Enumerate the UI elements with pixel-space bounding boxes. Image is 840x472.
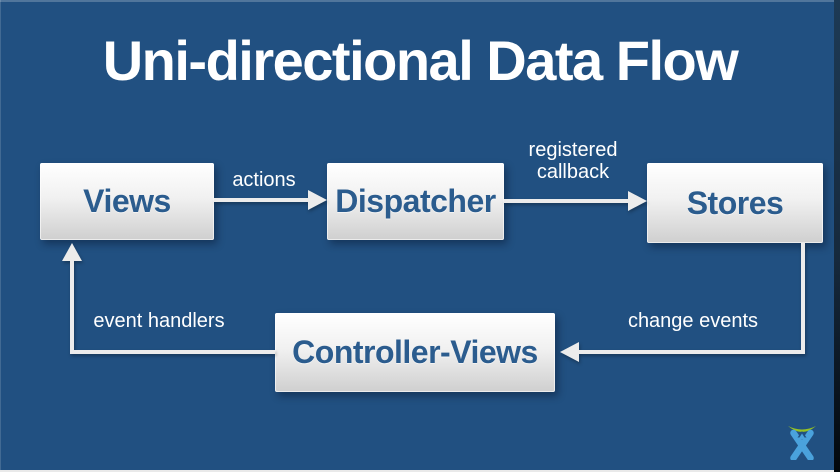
arrowhead-right-icon	[628, 191, 647, 211]
arrow-line-vertical	[801, 243, 805, 354]
frame-top-edge	[0, 0, 840, 2]
arrow-line-horizontal	[578, 350, 803, 354]
arrowhead-right-icon	[308, 190, 327, 210]
node-stores-label: Stores	[686, 184, 784, 221]
frame-right-edge	[834, 0, 840, 472]
frame-left-edge	[0, 0, 1, 472]
arrowhead-up-icon	[62, 243, 82, 261]
arrow-line	[504, 199, 629, 203]
arrow-line-horizontal	[70, 350, 275, 354]
edge-label-change-events: change events	[627, 310, 759, 332]
frame-bottom-edge	[0, 470, 834, 472]
edge-label-event-handlers: event handlers	[93, 310, 225, 332]
node-controller-views-label: Controller-Views	[292, 334, 538, 370]
node-views: Views	[40, 163, 214, 240]
slide-title: Uni-directional Data Flow	[102, 29, 739, 92]
node-stores: Stores	[647, 163, 823, 243]
edge-label-actions: actions	[232, 169, 296, 191]
edge-label-registered-callback: registered callback	[528, 139, 618, 183]
arrowhead-left-icon	[560, 342, 579, 362]
atlassian-logo-icon	[787, 420, 817, 462]
arrow-line-vertical	[70, 259, 74, 354]
node-dispatcher: Dispatcher	[327, 163, 504, 240]
node-controller-views: Controller-Views	[275, 313, 555, 392]
node-views-label: Views	[83, 183, 171, 219]
arrow-line	[214, 198, 309, 202]
node-dispatcher-label: Dispatcher	[335, 183, 496, 219]
